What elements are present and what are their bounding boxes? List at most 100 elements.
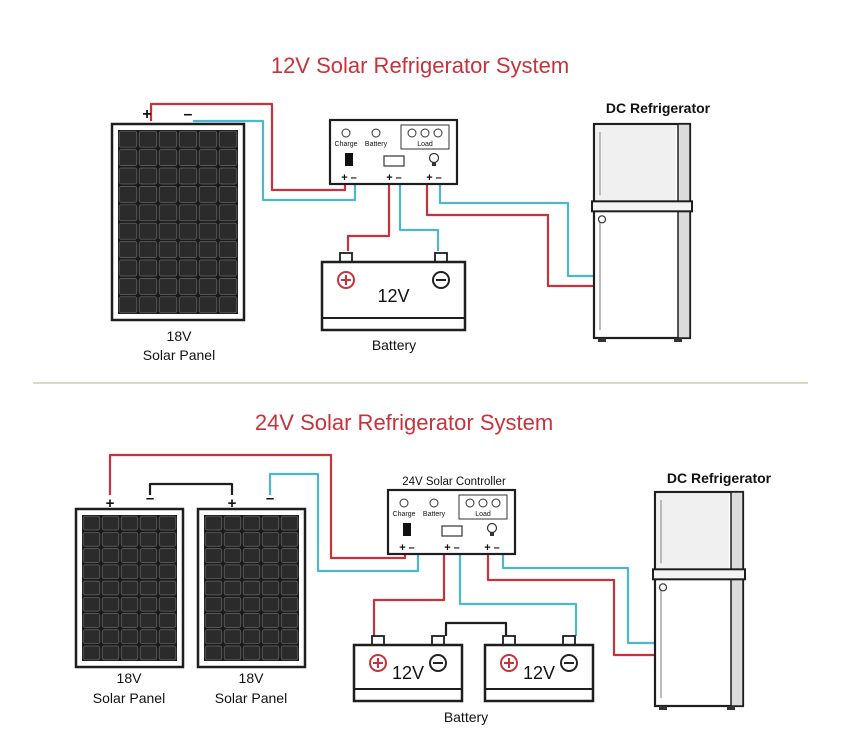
solar-cell bbox=[101, 515, 120, 531]
negative-terminal bbox=[562, 635, 576, 646]
solar-cell bbox=[118, 130, 138, 148]
solar-cell bbox=[138, 259, 158, 277]
solar-cell bbox=[118, 241, 138, 258]
load-terminal-label: + – bbox=[426, 172, 442, 184]
bottom-fridge-positive-wire bbox=[486, 553, 654, 657]
solar-cell bbox=[139, 548, 158, 563]
solar-cell bbox=[158, 613, 177, 628]
solar-cell bbox=[204, 645, 223, 661]
bottom-panel2-voltage: 18V bbox=[239, 670, 265, 686]
solar-cell bbox=[198, 149, 218, 166]
solar-cell bbox=[158, 204, 178, 222]
solar-cell bbox=[139, 564, 158, 580]
bottom-controller-title: 24V Solar Controller bbox=[402, 476, 506, 488]
battery-terminal-icon bbox=[441, 525, 463, 537]
solar-cell bbox=[101, 548, 120, 563]
solar-cell bbox=[120, 613, 139, 628]
panel-cells-bg bbox=[118, 130, 238, 314]
solar-cell bbox=[280, 564, 299, 580]
solar-cell bbox=[120, 564, 139, 580]
top-panel-plus: + bbox=[142, 106, 151, 123]
battery-terminal-label: + – bbox=[386, 172, 402, 184]
fridge-foot bbox=[598, 338, 606, 342]
solar-cell bbox=[242, 532, 261, 547]
bottom-panel1-voltage: 18V bbox=[117, 670, 143, 686]
solar-cell bbox=[204, 532, 223, 547]
solar-cell bbox=[204, 613, 223, 628]
solar-cell bbox=[223, 515, 242, 531]
charge-label: Charge bbox=[393, 511, 416, 518]
solar-cell bbox=[158, 186, 178, 203]
solar-cell bbox=[118, 259, 138, 277]
solar-cell bbox=[118, 278, 138, 295]
solar-cell bbox=[242, 645, 261, 661]
bottom-battery-positive-wire bbox=[372, 553, 446, 636]
solar-cell bbox=[158, 278, 178, 295]
bottom-panel2-label: Solar Panel bbox=[215, 690, 287, 706]
solar-cell bbox=[158, 222, 178, 240]
bottom-solar-panel-1 bbox=[74, 507, 185, 669]
solar-cell bbox=[120, 580, 139, 596]
solar-cell bbox=[223, 548, 242, 563]
top-battery-label: Battery bbox=[372, 337, 416, 353]
fridge-side bbox=[730, 491, 744, 707]
solar-cell bbox=[261, 532, 280, 547]
battery-voltage: 12V bbox=[523, 663, 555, 683]
solar-cell bbox=[82, 548, 101, 563]
solar-cell bbox=[218, 296, 238, 314]
solar-cell bbox=[158, 645, 177, 661]
solar-cell bbox=[204, 580, 223, 596]
solar-cell bbox=[118, 296, 138, 314]
solar-cell bbox=[198, 278, 218, 295]
solar-cell bbox=[158, 564, 177, 580]
solar-cell bbox=[204, 629, 223, 644]
fridge-side bbox=[677, 123, 691, 339]
solar-cell bbox=[261, 548, 280, 563]
solar-cell bbox=[261, 629, 280, 644]
load-led bbox=[433, 128, 443, 138]
solar-cell bbox=[138, 278, 158, 295]
solar-cell bbox=[138, 167, 158, 185]
bottom-fridge-negative-wire bbox=[501, 553, 654, 645]
solar-cell bbox=[101, 629, 120, 644]
door-divider bbox=[652, 568, 746, 581]
solar-cell bbox=[139, 613, 158, 628]
solar-cell bbox=[178, 167, 198, 185]
solar-cell bbox=[261, 515, 280, 531]
solar-cell bbox=[82, 596, 101, 612]
solar-cell bbox=[120, 548, 139, 563]
solar-cell bbox=[198, 186, 218, 203]
solar-cell bbox=[280, 629, 299, 644]
negative-terminal bbox=[434, 252, 448, 263]
load-led bbox=[478, 498, 488, 508]
solar-cell bbox=[158, 532, 177, 547]
solar-cell bbox=[280, 645, 299, 661]
charge-led bbox=[341, 128, 351, 138]
solar-cell bbox=[118, 222, 138, 240]
solar-cell bbox=[218, 130, 238, 148]
positive-terminal bbox=[339, 252, 353, 263]
solar-cell bbox=[138, 130, 158, 148]
bulb-icon bbox=[486, 522, 498, 534]
top-battery-negative-wire bbox=[398, 181, 440, 251]
solar-cell bbox=[101, 596, 120, 612]
top-battery: 12V bbox=[320, 252, 467, 332]
solar-input-icon bbox=[345, 153, 353, 166]
fridge-logo-icon bbox=[597, 215, 607, 224]
solar-cell bbox=[218, 278, 238, 295]
solar-terminal-label: + – bbox=[341, 172, 357, 184]
positive-terminal bbox=[371, 635, 385, 646]
solar-cell bbox=[280, 532, 299, 547]
solar-cell bbox=[101, 580, 120, 596]
solar-cell bbox=[242, 629, 261, 644]
solar-cell bbox=[139, 532, 158, 547]
solar-cell bbox=[178, 259, 198, 277]
solar-cell bbox=[158, 596, 177, 612]
solar-cell bbox=[198, 204, 218, 222]
solar-cell bbox=[118, 149, 138, 166]
bottom-panel2-minus: – bbox=[266, 490, 274, 507]
bottom-panel1-label: Solar Panel bbox=[93, 690, 165, 706]
solar-cell bbox=[261, 564, 280, 580]
fridge-foot bbox=[659, 706, 667, 710]
